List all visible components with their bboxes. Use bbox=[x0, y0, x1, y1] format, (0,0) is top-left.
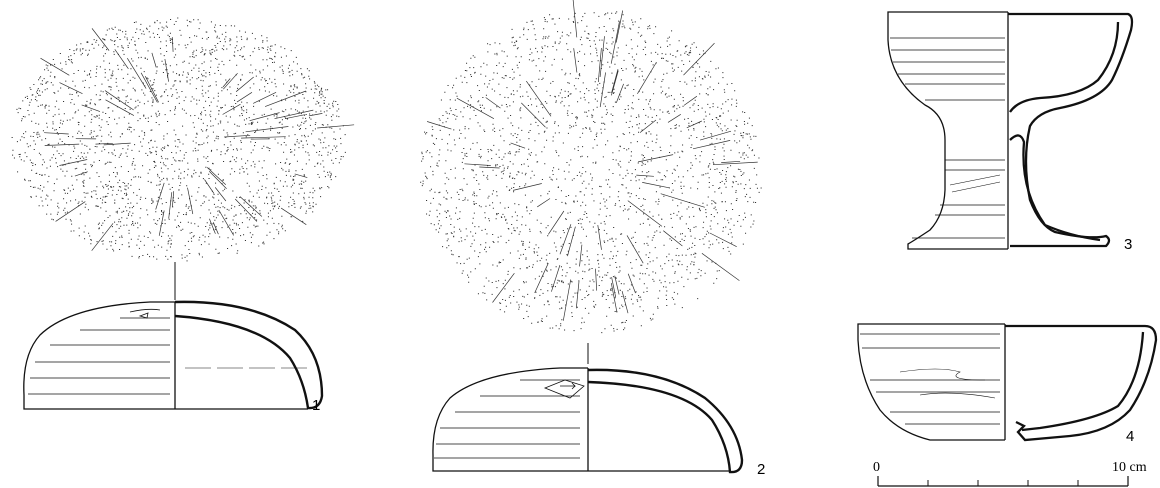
scale-bar: 0 10 cm bbox=[873, 460, 1147, 487]
figure-4: 4 bbox=[857, 323, 1158, 445]
figure-4-number: 4 bbox=[1126, 428, 1134, 445]
scale-bar-end-label: 10 cm bbox=[1112, 460, 1147, 475]
scale-bar-start-label: 0 bbox=[873, 460, 880, 475]
figure-3: 3 bbox=[887, 11, 1134, 253]
figure-1-number: 1 bbox=[312, 397, 320, 414]
figure-2-base-rubbing bbox=[420, 0, 762, 334]
figure-2-profile bbox=[432, 367, 744, 474]
figure-1: 1 bbox=[11, 17, 355, 414]
figure-1-profile bbox=[23, 300, 324, 410]
figure-2: 2 bbox=[420, 0, 765, 478]
figure-2-number: 2 bbox=[757, 461, 765, 478]
figure-1-base-rubbing bbox=[11, 17, 355, 262]
figure-3-number: 3 bbox=[1124, 236, 1132, 253]
